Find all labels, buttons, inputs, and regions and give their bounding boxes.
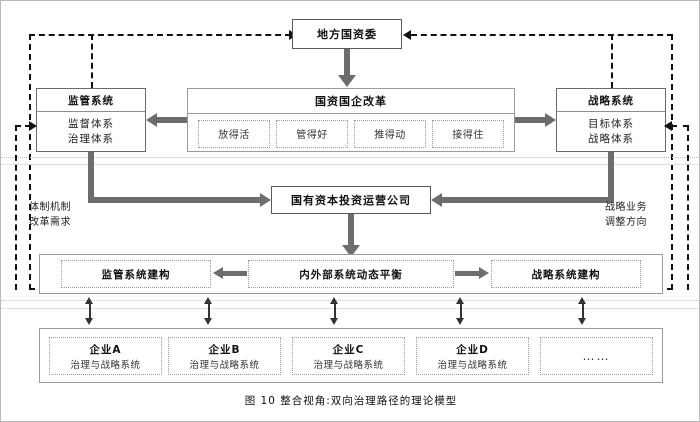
connector-balance-to-regulation (223, 271, 247, 276)
dashed-line-top-left (29, 34, 291, 36)
band-rule-4 (1, 308, 699, 309)
arrowhead-strategy-to-company (431, 193, 442, 207)
node-regulation-system-body: 监督体系 治理体系 (37, 112, 145, 151)
reform-item-0[interactable]: 放得活 (198, 119, 270, 148)
enterprise-card-3[interactable]: 企业D 治理与战略系统 (416, 337, 529, 375)
regulation-line-2: 治理体系 (68, 132, 114, 145)
node-state-capital-company[interactable]: 国有资本投资运营公司 (271, 186, 431, 214)
reform-item-0-label: 放得活 (218, 130, 250, 141)
connector-regulation-down (88, 152, 94, 197)
node-regulation-construct-label: 监管系统建构 (101, 268, 171, 281)
enterprise-card-1-name: 企业B (208, 343, 241, 356)
band-rule-2 (1, 164, 699, 165)
enterprise-card-0-name: 企业A (89, 343, 122, 356)
node-dynamic-balance[interactable]: 内外部系统动态平衡 (248, 260, 454, 288)
connector-reform-to-regulation (157, 117, 187, 123)
node-regulation-construct[interactable]: 监管系统建构 (61, 260, 211, 288)
node-strategy-system[interactable]: 战略系统 目标体系 战略体系 (556, 88, 666, 152)
node-strategy-construct-label: 战略系统建构 (531, 268, 601, 281)
dashed-line-right-riser (687, 125, 689, 290)
enterprise-card-0[interactable]: 企业A 治理与战略系统 (49, 337, 162, 375)
node-local-sasac[interactable]: 地方国资委 (292, 19, 402, 49)
enterprise-card-2-sub: 治理与战略系统 (313, 359, 384, 371)
enterprise-card-1-sub: 治理与战略系统 (189, 359, 260, 371)
strategy-line-1: 目标体系 (588, 118, 634, 131)
label-system-reform-demand-line2: 改革需求 (29, 216, 71, 228)
node-regulation-system[interactable]: 监管系统 监督体系 治理体系 (36, 88, 146, 152)
connector-strategy-down (608, 152, 614, 197)
dashed-line-frame-to-strategy (611, 34, 613, 88)
label-system-reform-demand-line1: 体制机制 (29, 202, 71, 213)
double-arrow-enterprise-2 (330, 297, 339, 325)
double-arrow-enterprise-3 (456, 297, 465, 325)
dashed-arrowhead-into-strategy (664, 121, 672, 131)
enterprise-card-2[interactable]: 企业C 治理与战略系统 (292, 337, 405, 375)
arrowhead-balance-to-strategy (479, 267, 489, 279)
reform-item-2[interactable]: 推得动 (354, 119, 426, 148)
double-arrow-enterprise-1 (204, 297, 213, 325)
double-arrow-enterprise-0 (85, 297, 94, 325)
label-strategy-adjust-direction: 战略业务 调整方向 (605, 201, 675, 230)
node-strategy-system-header: 战略系统 (557, 89, 665, 112)
band-rule-3 (1, 300, 699, 301)
label-strategy-adjust-direction-line1: 战略业务 (605, 202, 647, 213)
reform-item-3-label: 接得住 (452, 130, 484, 141)
enterprise-card-4[interactable]: …… (540, 337, 653, 375)
reform-item-1-label: 管得好 (296, 130, 328, 141)
band-rule-1 (1, 157, 699, 158)
enterprise-card-0-sub: 治理与战略系统 (70, 359, 141, 371)
reform-item-3[interactable]: 接得住 (432, 119, 504, 148)
arrowhead-balance-to-regulation (213, 267, 223, 279)
strategy-line-2: 战略体系 (588, 132, 634, 145)
node-strategy-system-body: 目标体系 战略体系 (557, 112, 665, 151)
node-reform-title: 国资国企改革 (315, 95, 387, 108)
double-arrow-enterprise-4 (578, 297, 587, 325)
dashed-arrowhead-into-authority-right (403, 30, 411, 40)
node-local-sasac-label: 地方国资委 (317, 28, 377, 41)
reform-item-1[interactable]: 管得好 (276, 119, 348, 148)
node-state-capital-company-label: 国有资本投资运营公司 (291, 194, 411, 207)
connector-authority-to-reform (344, 49, 350, 77)
dashed-line-frame-to-regulation (91, 34, 93, 88)
regulation-line-1: 监督体系 (68, 118, 114, 131)
label-strategy-adjust-direction-line2: 调整方向 (605, 216, 647, 228)
connector-regulation-to-company (88, 197, 260, 203)
arrowhead-reform-to-strategy (545, 113, 556, 127)
enterprise-card-4-name: …… (582, 349, 611, 363)
enterprise-card-1[interactable]: 企业B 治理与战略系统 (168, 337, 281, 375)
node-reform-container: 国资国企改革 放得活 管得好 推得动 接得住 (187, 88, 515, 152)
figure-caption: 图 10 整合视角:双向治理路径的理论模型 (244, 395, 458, 407)
arrowhead-reform-to-regulation (146, 113, 157, 127)
enterprise-card-3-sub: 治理与战略系统 (437, 359, 508, 371)
dashed-line-left-into-regulation (15, 125, 31, 127)
dashed-line-top-right (411, 34, 673, 36)
dashed-line-right-into-strategy (671, 125, 689, 127)
node-strategy-construct[interactable]: 战略系统建构 (491, 260, 641, 288)
node-regulation-system-header: 监管系统 (37, 89, 145, 112)
connector-company-down (348, 214, 354, 247)
enterprise-card-2-name: 企业C (332, 343, 365, 356)
connector-strategy-to-company (442, 197, 614, 203)
arrowhead-regulation-to-company (260, 193, 271, 207)
arrowhead-authority-to-reform (338, 75, 356, 87)
connector-balance-to-strategy (455, 271, 479, 276)
dashed-arrowhead-into-regulation (29, 121, 37, 131)
label-system-reform-demand: 体制机制 改革需求 (29, 201, 99, 230)
node-dynamic-balance-label: 内外部系统动态平衡 (299, 268, 403, 281)
connector-reform-to-strategy (515, 117, 545, 123)
reform-item-2-label: 推得动 (374, 130, 406, 141)
enterprise-card-3-name: 企业D (456, 343, 489, 356)
dashed-line-left-riser (15, 125, 17, 290)
